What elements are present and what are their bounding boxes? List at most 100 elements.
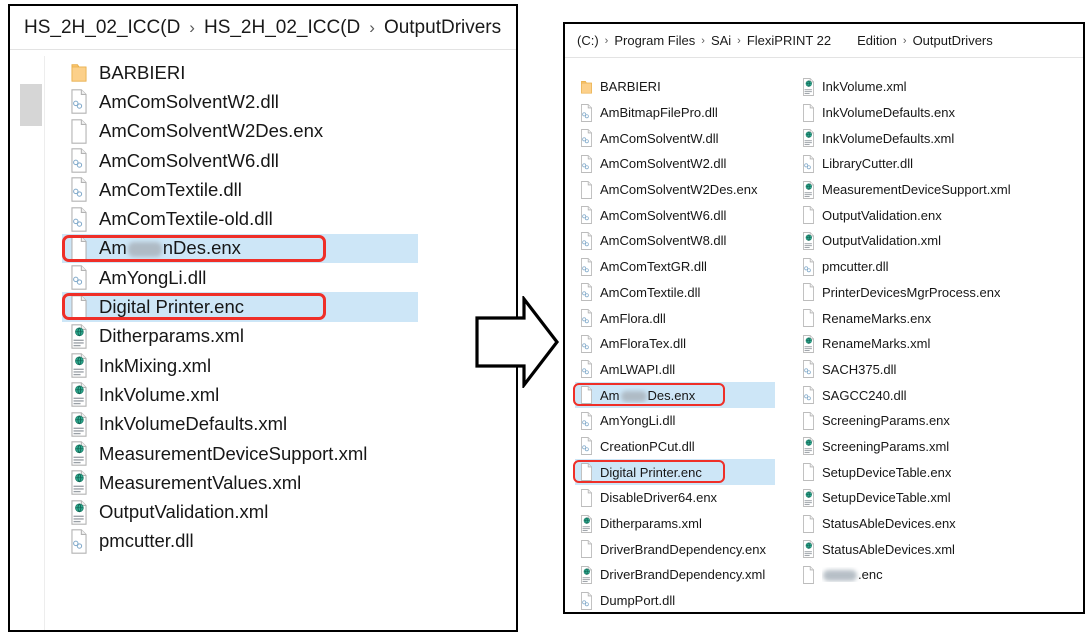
right-breadcrumb-item[interactable]: FlexiPRINT 22 <box>746 33 832 48</box>
file-name-label: OutputValidation.enx <box>822 207 942 223</box>
left-breadcrumb-item[interactable]: OutputDrivers <box>383 16 502 38</box>
file-row[interactable]: MeasurementValues.xml <box>62 468 482 497</box>
dll-icon <box>579 360 594 379</box>
file-name-label: DisableDriver64.enx <box>600 490 718 506</box>
blank-file-icon <box>801 309 816 327</box>
file-row[interactable]: AmComSolventW6.dll <box>62 146 482 175</box>
file-row[interactable]: SetupDeviceTable.xml <box>797 485 1073 511</box>
right-breadcrumb-item[interactable]: (C:) <box>577 33 599 48</box>
file-row[interactable]: BARBIERI <box>575 74 797 100</box>
file-row[interactable]: MeasurementDeviceSupport.xml <box>62 439 482 468</box>
right-breadcrumb-item[interactable]: OutputDrivers <box>912 33 993 48</box>
file-row[interactable]: SAGCC240.dll <box>797 382 1073 408</box>
file-row[interactable]: OutputValidation.xml <box>797 228 1073 254</box>
file-row[interactable]: AmComSolventW2.dll <box>575 151 797 177</box>
file-name-label: AmComTextile.dll <box>99 178 242 200</box>
file-row[interactable]: Ditherparams.xml <box>575 511 797 537</box>
file-row[interactable]: StatusAbleDevices.xml <box>797 536 1073 562</box>
file-name-label: InkMixing.xml <box>99 354 212 376</box>
file-row[interactable]: pmcutter.dll <box>797 254 1073 280</box>
xml-icon <box>68 353 90 378</box>
file-row[interactable]: RenameMarks.enx <box>797 305 1073 331</box>
dll-icon <box>68 529 90 554</box>
dll-icon <box>579 437 594 456</box>
right-breadcrumb-item[interactable]: Edition <box>857 33 897 48</box>
file-row[interactable]: ScreeningParams.enx <box>797 408 1073 434</box>
file-row[interactable]: InkMixing.xml <box>62 351 482 380</box>
xml-icon <box>801 334 816 353</box>
file-row[interactable]: AmComSolventW.dll <box>575 125 797 151</box>
file-row[interactable]: Digital Printer.enc <box>62 292 418 322</box>
left-breadcrumb[interactable]: HS_2H_02_ICC(D›HS_2H_02_ICC(D›OutputDriv… <box>10 6 516 50</box>
file-row[interactable]: pmcutter.dll <box>62 527 482 556</box>
file-name-label: InkVolumeDefaults.xml <box>99 413 288 435</box>
file-name-label: pmcutter.dll <box>99 530 194 552</box>
file-row[interactable]: AmComSolventW8.dll <box>575 228 797 254</box>
file-name-label: BARBIERI <box>99 61 186 83</box>
file-name-label: Ditherparams.xml <box>600 516 702 532</box>
file-name-label: ScreeningParams.xml <box>822 438 950 454</box>
right-breadcrumb-item[interactable]: SAi <box>710 33 732 48</box>
file-row[interactable]: RenameMarks.xml <box>797 331 1073 357</box>
file-row[interactable]: InkVolume.xml <box>62 380 482 409</box>
file-row[interactable]: DisableDriver64.enx <box>575 485 797 511</box>
file-row[interactable]: Ditherparams.xml <box>62 322 482 351</box>
file-row[interactable]: DriverBrandDependency.enx <box>575 536 797 562</box>
file-row[interactable]: InkVolumeDefaults.xml <box>62 410 482 439</box>
file-name-label: OutputValidation.xml <box>99 501 269 523</box>
file-name-label: AmComSolventW6.dll <box>99 149 279 171</box>
file-name-label: ScreeningParams.enx <box>822 413 950 429</box>
file-name-label: AmYongLi.dll <box>600 413 676 429</box>
file-row[interactable]: InkVolumeDefaults.enx <box>797 100 1073 126</box>
file-row[interactable]: AmYongLi.dll <box>575 408 797 434</box>
file-row[interactable]: AmComTextGR.dll <box>575 254 797 280</box>
breadcrumb-separator-icon: › <box>737 34 741 47</box>
file-row[interactable]: AmFloraTex.dll <box>575 331 797 357</box>
file-row[interactable]: SACH375.dll <box>797 357 1073 383</box>
file-row[interactable]: Digital Printer.enc <box>573 459 775 485</box>
file-row[interactable]: AmFlora.dll <box>575 305 797 331</box>
file-row[interactable]: AmYongLi.dll <box>62 263 482 292</box>
file-row[interactable]: PrinterDevicesMgrProcess.enx <box>797 280 1073 306</box>
file-row[interactable]: AmBitmapFilePro.dll <box>575 100 797 126</box>
file-row[interactable]: AmComTextile.dll <box>575 280 797 306</box>
file-row[interactable]: AmComSolventW2.dll <box>62 87 482 116</box>
file-row[interactable]: AmLWAPI.dll <box>575 357 797 383</box>
xml-icon <box>68 324 90 349</box>
file-row[interactable]: InkVolumeDefaults.xml <box>797 125 1073 151</box>
file-name-label: SetupDeviceTable.enx <box>822 464 952 480</box>
file-row[interactable]: SetupDeviceTable.enx <box>797 459 1073 485</box>
left-breadcrumb-item[interactable]: HS_2H_02_ICC(D <box>203 16 361 38</box>
file-row[interactable]: AmComSolventW2Des.enx <box>575 177 797 203</box>
file-row[interactable]: DriverBrandDependency.xml <box>575 562 797 588</box>
breadcrumb-separator-icon: › <box>701 34 705 47</box>
file-row[interactable]: BARBIERI <box>62 58 482 87</box>
file-row[interactable]: OutputValidation.enx <box>797 202 1073 228</box>
file-row[interactable]: OutputValidation.xml <box>62 497 482 526</box>
file-row[interactable]: .enc <box>797 562 1073 588</box>
file-name-label: AmComTextGR.dll <box>600 259 707 275</box>
file-row[interactable]: StatusAbleDevices.enx <box>797 511 1073 537</box>
blank-file-icon <box>68 294 90 320</box>
file-row[interactable]: AmComSolventW6.dll <box>575 202 797 228</box>
file-row[interactable]: DumpPort.dll <box>575 588 797 612</box>
xml-icon <box>68 441 90 466</box>
file-row[interactable]: CreationPCut.dll <box>575 434 797 460</box>
file-row[interactable]: AmComTextile-old.dll <box>62 204 482 233</box>
xml-icon <box>801 437 816 456</box>
blank-file-icon <box>579 540 594 559</box>
file-row[interactable]: FSDitherParams.ini <box>575 613 797 614</box>
file-row[interactable]: LibraryCutter.dll <box>797 151 1073 177</box>
right-breadcrumb-item[interactable]: Program Files <box>614 33 696 48</box>
file-row[interactable]: AmComTextile.dll <box>62 175 482 204</box>
left-scrollbar-thumb[interactable] <box>20 84 42 126</box>
file-row[interactable]: InkVolume.xml <box>797 74 1073 100</box>
file-row[interactable]: MeasurementDeviceSupport.xml <box>797 177 1073 203</box>
file-row[interactable]: AmComSolventW2Des.enx <box>62 117 482 146</box>
left-breadcrumb-item[interactable]: HS_2H_02_ICC(D <box>24 16 181 38</box>
file-row[interactable]: ScreeningParams.xml <box>797 434 1073 460</box>
